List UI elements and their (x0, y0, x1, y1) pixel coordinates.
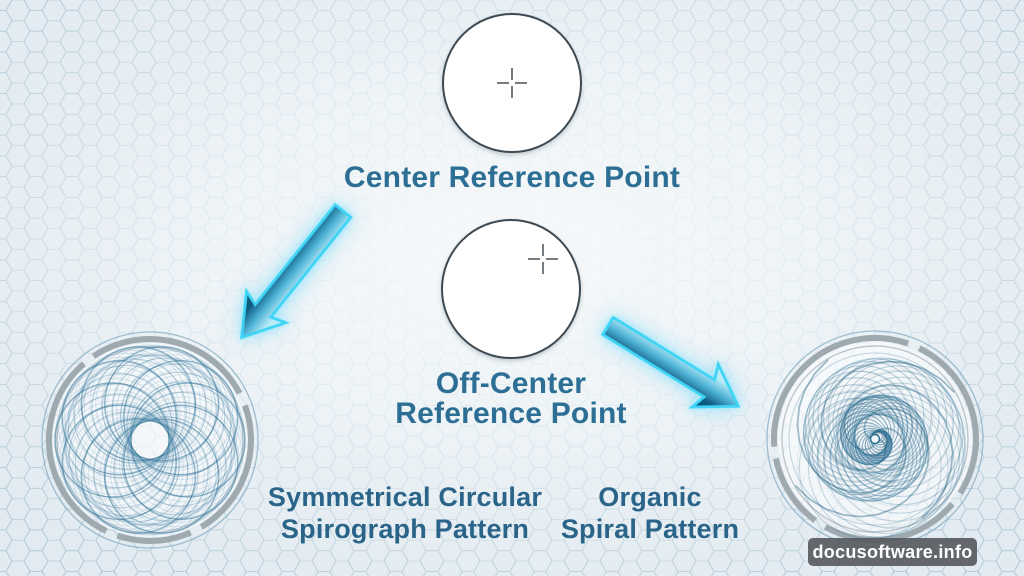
right-result-label-line2: Spiral Pattern (560, 514, 740, 544)
left-result-label-line2: Spirograph Pattern (280, 514, 530, 544)
organic-spiral-pattern (766, 330, 984, 548)
offcenter-node-label-line2: Reference Point (395, 397, 627, 430)
arrow-down-left-icon (240, 202, 353, 340)
watermark-badge: docusoftware.info (808, 538, 977, 566)
left-result-label-line1: Symmetrical Circular (267, 482, 543, 512)
watermark-text: docusoftware.info (812, 541, 973, 562)
offcenter-reference-circle (441, 219, 581, 359)
right-result-label-line1: Organic (598, 482, 702, 512)
crosshair-icon (497, 68, 527, 98)
symmetrical-spirograph-pattern (41, 331, 259, 549)
offcenter-node-label-line1: Off-Center (435, 367, 587, 400)
center-reference-circle (442, 13, 582, 153)
crosshair-icon (528, 244, 558, 274)
center-node-label: Center Reference Point (343, 161, 681, 194)
arrow-down-right-icon (600, 315, 741, 409)
